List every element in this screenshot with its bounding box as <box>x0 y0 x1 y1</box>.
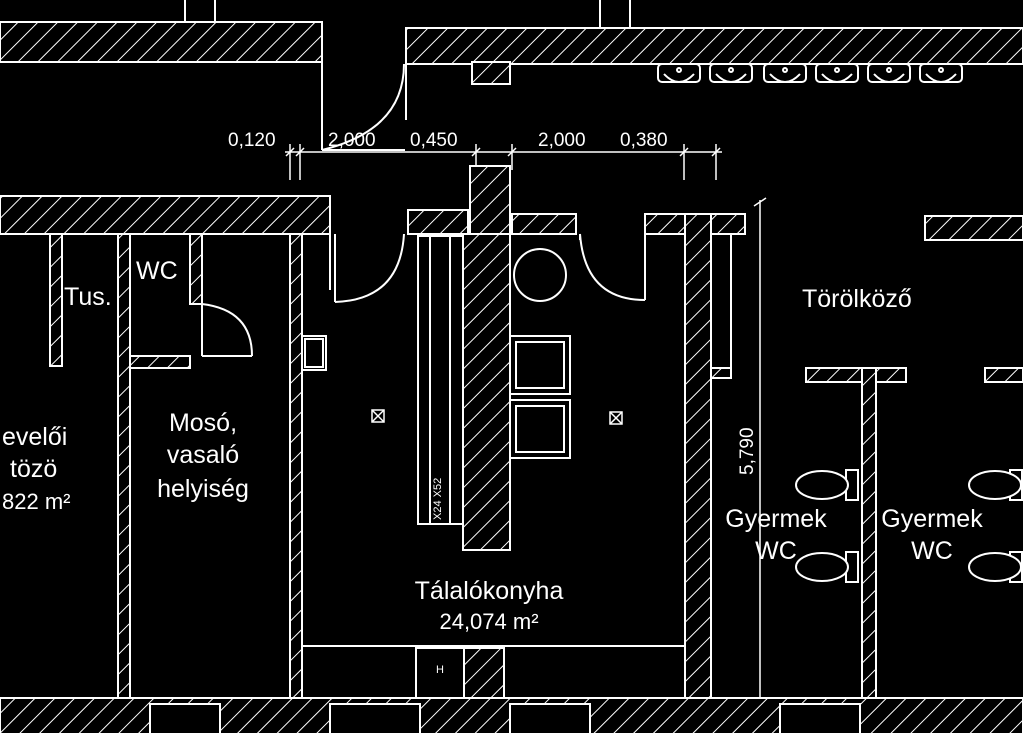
kitchen-doors <box>334 233 646 303</box>
room-label-tus: Tus. <box>64 283 112 311</box>
dimension-vertical: 5,790 <box>737 427 758 475</box>
toilet-icon <box>795 469 1023 583</box>
central-column <box>462 165 511 551</box>
room-label-gyermek-wc-2-b: WC <box>911 537 953 565</box>
room-label-gyermek-wc-1: Gyermek <box>725 505 827 533</box>
room-label-left-area: 822 m² <box>2 489 71 514</box>
room-label-talalokonyha: Tálalókonyha <box>414 577 564 605</box>
room-label-moso-3: helyiség <box>157 475 249 503</box>
dimension-d2: 2,000 <box>328 130 376 151</box>
entrance-door <box>321 63 405 151</box>
dimension-d5: 0,380 <box>620 130 668 151</box>
wc-door <box>201 303 253 357</box>
dimension-d1: 0,120 <box>228 130 276 151</box>
room-label-gyermek-wc-1-b: WC <box>755 537 797 565</box>
room-label-left-2: tözö <box>10 455 58 483</box>
dimension-d4: 2,000 <box>538 130 586 151</box>
room-label-moso-1: Mosó, <box>168 409 238 437</box>
room-label-torolkozo: Törölköző <box>802 285 912 313</box>
top-wall <box>0 0 1023 150</box>
dimension-line <box>285 144 767 700</box>
bottom-wall <box>0 647 1023 734</box>
left-walls <box>49 213 712 705</box>
counter-label: X24 X52 <box>432 477 444 520</box>
sink-row <box>657 63 963 83</box>
heater-label: H <box>436 664 444 676</box>
room-area-talalokonyha: 24,074 m² <box>439 609 539 634</box>
room-label-wc: WC <box>136 257 178 285</box>
outlet-icon <box>371 409 623 425</box>
room-label-gyermek-wc-2: Gyermek <box>881 505 983 533</box>
middle-wall <box>0 195 1023 290</box>
room-label-moso-2: vasaló <box>166 441 240 469</box>
room-label-left-1: evelői <box>2 423 68 451</box>
dimension-d3: 0,450 <box>410 130 458 151</box>
